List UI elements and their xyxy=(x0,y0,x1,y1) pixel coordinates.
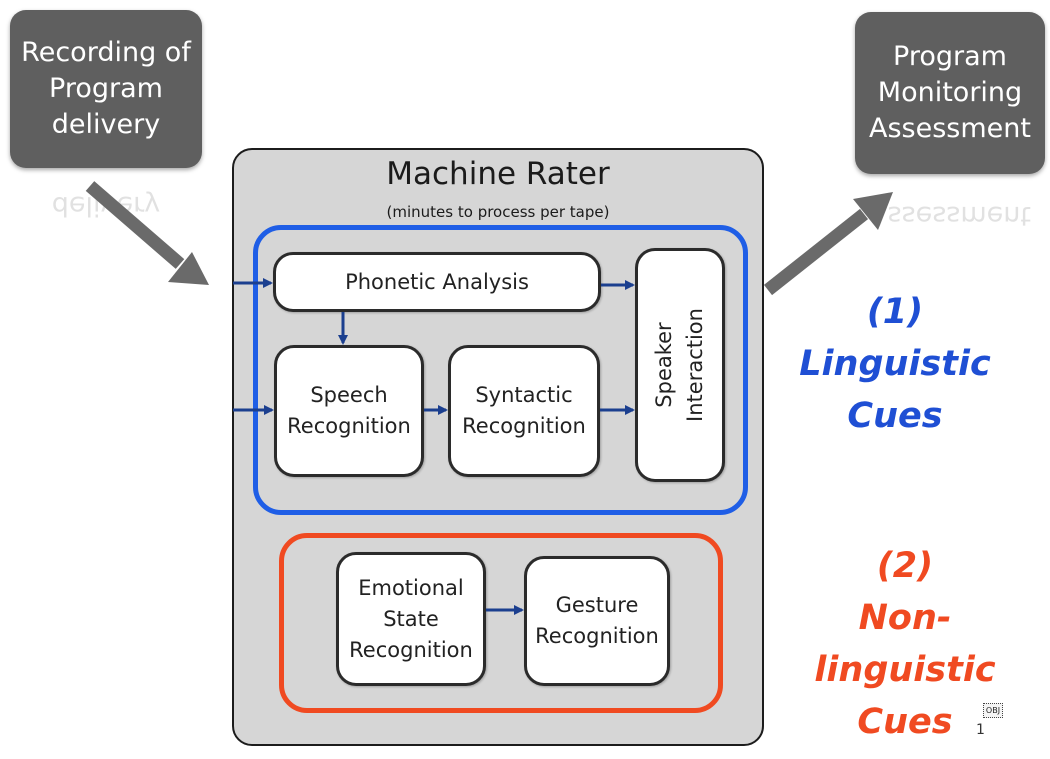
emotional-line-2: State xyxy=(383,606,439,631)
speaker-interaction-node: Speaker Interaction xyxy=(635,248,725,482)
emotional-line-3: Recognition xyxy=(349,637,473,662)
linguistic-number: (1) xyxy=(866,292,924,332)
phonetic-label: Phonetic Analysis xyxy=(345,269,529,294)
input-big-arrow xyxy=(85,181,185,269)
output-line-2: Monitoring xyxy=(877,77,1023,108)
emotional-line-1: Emotional xyxy=(358,575,464,600)
gesture-line-2: Recognition xyxy=(535,624,659,648)
input-line-1: Recording of xyxy=(21,37,191,68)
gesture-line-1: Gesture xyxy=(555,593,639,617)
linguistic-cues-label: (1) Linguistic Cues xyxy=(780,286,1010,442)
gesture-recognition-node: Gesture Recognition xyxy=(524,556,670,686)
recording-input-box: Recording of Program delivery xyxy=(10,10,202,168)
emotional-state-node: Emotional State Recognition xyxy=(336,552,486,686)
linguistic-cues-word: Cues xyxy=(847,396,943,436)
linguistic-word: Linguistic xyxy=(799,344,991,384)
output-big-arrow xyxy=(763,208,869,296)
nonlinguistic-group-box xyxy=(279,533,723,713)
speech-line-1: Speech xyxy=(310,383,388,407)
output-line-3: Assessment xyxy=(869,113,1031,144)
syntactic-line-1: Syntactic xyxy=(475,383,573,407)
linguistic-group-box xyxy=(253,225,748,515)
syntactic-recognition-node: Syntactic Recognition xyxy=(448,345,600,477)
input-line-2: Program xyxy=(49,73,163,104)
input-big-arrow-head xyxy=(168,252,209,285)
nonlinguistic-number: (2) xyxy=(876,546,934,586)
syntactic-line-2: Recognition xyxy=(462,414,586,438)
speech-recognition-node: Speech Recognition xyxy=(274,345,424,477)
page-number: 1 xyxy=(976,722,985,738)
panel-subtitle: (minutes to process per tape) xyxy=(386,203,610,221)
logo-icon: OBJ xyxy=(983,703,1003,718)
output-big-arrow-head xyxy=(853,192,893,230)
panel-title: Machine Rater xyxy=(386,156,610,192)
nonlinguistic-word: Non-linguistic xyxy=(814,598,996,690)
nonlinguistic-cues-label: (2) Non-linguistic Cues xyxy=(770,540,1040,748)
output-line-1: Program xyxy=(893,41,1007,72)
input-line-3: delivery xyxy=(51,109,161,140)
assessment-output-box: Program Monitoring Assessment xyxy=(855,12,1045,174)
phonetic-analysis-node: Phonetic Analysis xyxy=(273,252,601,312)
nonlinguistic-cues-word: Cues xyxy=(857,702,953,742)
speech-line-2: Recognition xyxy=(287,414,411,438)
